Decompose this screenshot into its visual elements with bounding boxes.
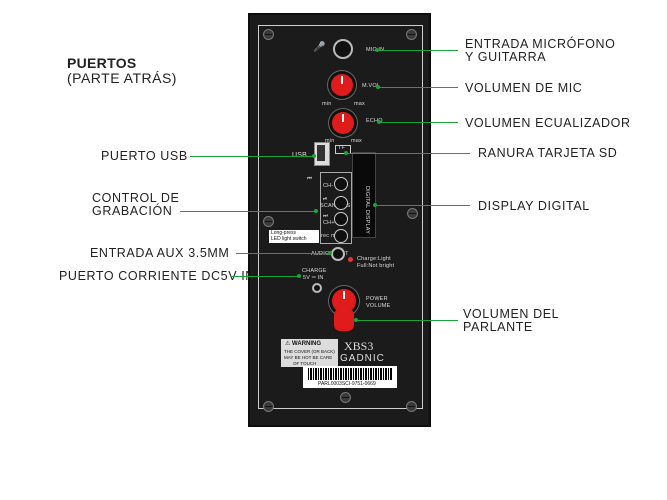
model-name: XBS3: [344, 339, 374, 353]
warning-title-text: WARNING: [292, 341, 322, 347]
echo-label: ECHO: [366, 118, 383, 124]
min-label: min: [322, 101, 332, 107]
led-switch-label: LED light switch: [271, 236, 307, 242]
record-mode-button[interactable]: [334, 229, 348, 243]
warning-sticker: ⚠ WARNING THE COVER (OR BACK) MAY BE HOT…: [281, 339, 338, 367]
tf-label: TF: [338, 145, 346, 151]
usb-port-slot: [317, 145, 325, 161]
callout-line: PUERTO USB: [101, 149, 188, 163]
usb-label: USB: [292, 152, 307, 159]
max-label: max: [351, 138, 362, 144]
prev-icon: ⏮: [307, 176, 313, 182]
callout-line: ENTRADA MICRÓFONO: [465, 37, 616, 51]
heading-title: PUERTOS: [67, 55, 137, 71]
long-press-label: Long-press: [271, 230, 297, 236]
heading-subtitle: (PARTE ATRÁS): [67, 70, 177, 86]
mic-icon: 🎤: [313, 42, 326, 53]
barcode-icon: [308, 368, 392, 380]
screw-icon: [263, 216, 274, 227]
panel-border: [258, 25, 423, 409]
callout-aux-input: ENTRADA AUX 3.5MM: [90, 247, 229, 260]
callout-line: GRABACIÓN: [92, 204, 173, 218]
callout-line: CONTROL DE: [92, 191, 180, 205]
screw-icon: [340, 392, 351, 403]
charge-led: [348, 257, 353, 262]
mic-input-jack[interactable]: [333, 39, 353, 59]
next-icon: ⏭: [323, 213, 329, 219]
screw-icon: [406, 401, 417, 412]
screw-icon: [407, 208, 418, 219]
sd-card-slot[interactable]: [335, 145, 351, 154]
callout-usb-port: PUERTO USB: [101, 150, 188, 163]
digital-display-label: DIGITAL DISPLAY: [364, 186, 370, 235]
max-label: max: [354, 101, 365, 107]
charge-label: CHARGE: [302, 268, 327, 274]
button-label: CH+: [323, 220, 335, 226]
callout-recording-control: CONTROL DE GRABACIÓN: [92, 192, 180, 218]
m-vol-label: M.VOL: [362, 83, 381, 89]
warning-line-2: MAY BE HOT BE CARE: [284, 355, 333, 360]
callout-line: Y GUITARRA: [465, 50, 547, 64]
warning-line-1: THE COVER (OR BACK): [284, 349, 335, 354]
charge-spec-label: 5V ═ IN: [303, 275, 324, 281]
next-button[interactable]: [334, 212, 348, 226]
callout-line: ENTRADA AUX 3.5MM: [90, 246, 230, 260]
power-label: POWER: [366, 296, 388, 302]
screw-icon: [263, 29, 274, 40]
button-group: [320, 172, 352, 244]
prev-button[interactable]: [334, 177, 348, 191]
echo-knob[interactable]: [332, 112, 354, 134]
barcode-text: PARL0003SCI-9751-0669: [318, 381, 376, 387]
warning-title: ⚠ WARNING: [285, 341, 322, 347]
scan-tws-button[interactable]: [334, 196, 348, 210]
mic-volume-knob[interactable]: [331, 74, 353, 96]
callout-dc-power-port: PUERTO CORRIENTE DC5V IN: [59, 270, 255, 283]
volume-label: VOLUME: [366, 303, 391, 309]
min-label: min: [325, 138, 335, 144]
volume-knob-cap: [334, 309, 354, 331]
button-label: CH-: [323, 183, 334, 189]
digital-display: [352, 152, 376, 238]
callout-line: VOLUMEN ECUALIZADOR: [465, 116, 631, 130]
full-not-bright-label: Full:Not bright: [357, 263, 395, 269]
callout-line: RANURA TARJETA SD: [478, 146, 618, 160]
long-press-note: Long-press LED light switch: [269, 230, 319, 243]
callout-digital-display: DISPLAY DIGITAL: [478, 200, 590, 213]
callout-eq-volume: VOLUMEN ECUALIZADOR: [465, 117, 631, 130]
screw-icon: [406, 29, 417, 40]
callout-line: PARLANTE: [463, 320, 533, 334]
warning-line-3: OF TOUCH: [293, 361, 317, 366]
charge-light-label: Charge:Light: [357, 256, 391, 262]
callout-sd-card-slot: RANURA TARJETA SD: [478, 147, 617, 160]
play-icon: ⏯: [323, 196, 328, 202]
callout-line: DISPLAY DIGITAL: [478, 199, 590, 213]
screw-icon: [263, 401, 274, 412]
callout-line: PUERTO CORRIENTE DC5V IN: [59, 269, 255, 283]
callout-mic-volume: VOLUMEN DE MIC: [465, 82, 582, 95]
dc-power-port[interactable]: [312, 283, 322, 293]
aux-input-jack[interactable]: [331, 247, 345, 261]
callout-mic-guitar-input: ENTRADA MICRÓFONO Y GUITARRA: [465, 38, 615, 64]
brand-name: GADNIC: [340, 353, 385, 364]
callout-speaker-volume: VOLUMEN DEL PARLANTE: [463, 308, 559, 334]
button-label: rec mode: [321, 233, 345, 239]
callout-line: VOLUMEN DEL: [463, 307, 560, 321]
callout-line: VOLUMEN DE MIC: [465, 81, 583, 95]
